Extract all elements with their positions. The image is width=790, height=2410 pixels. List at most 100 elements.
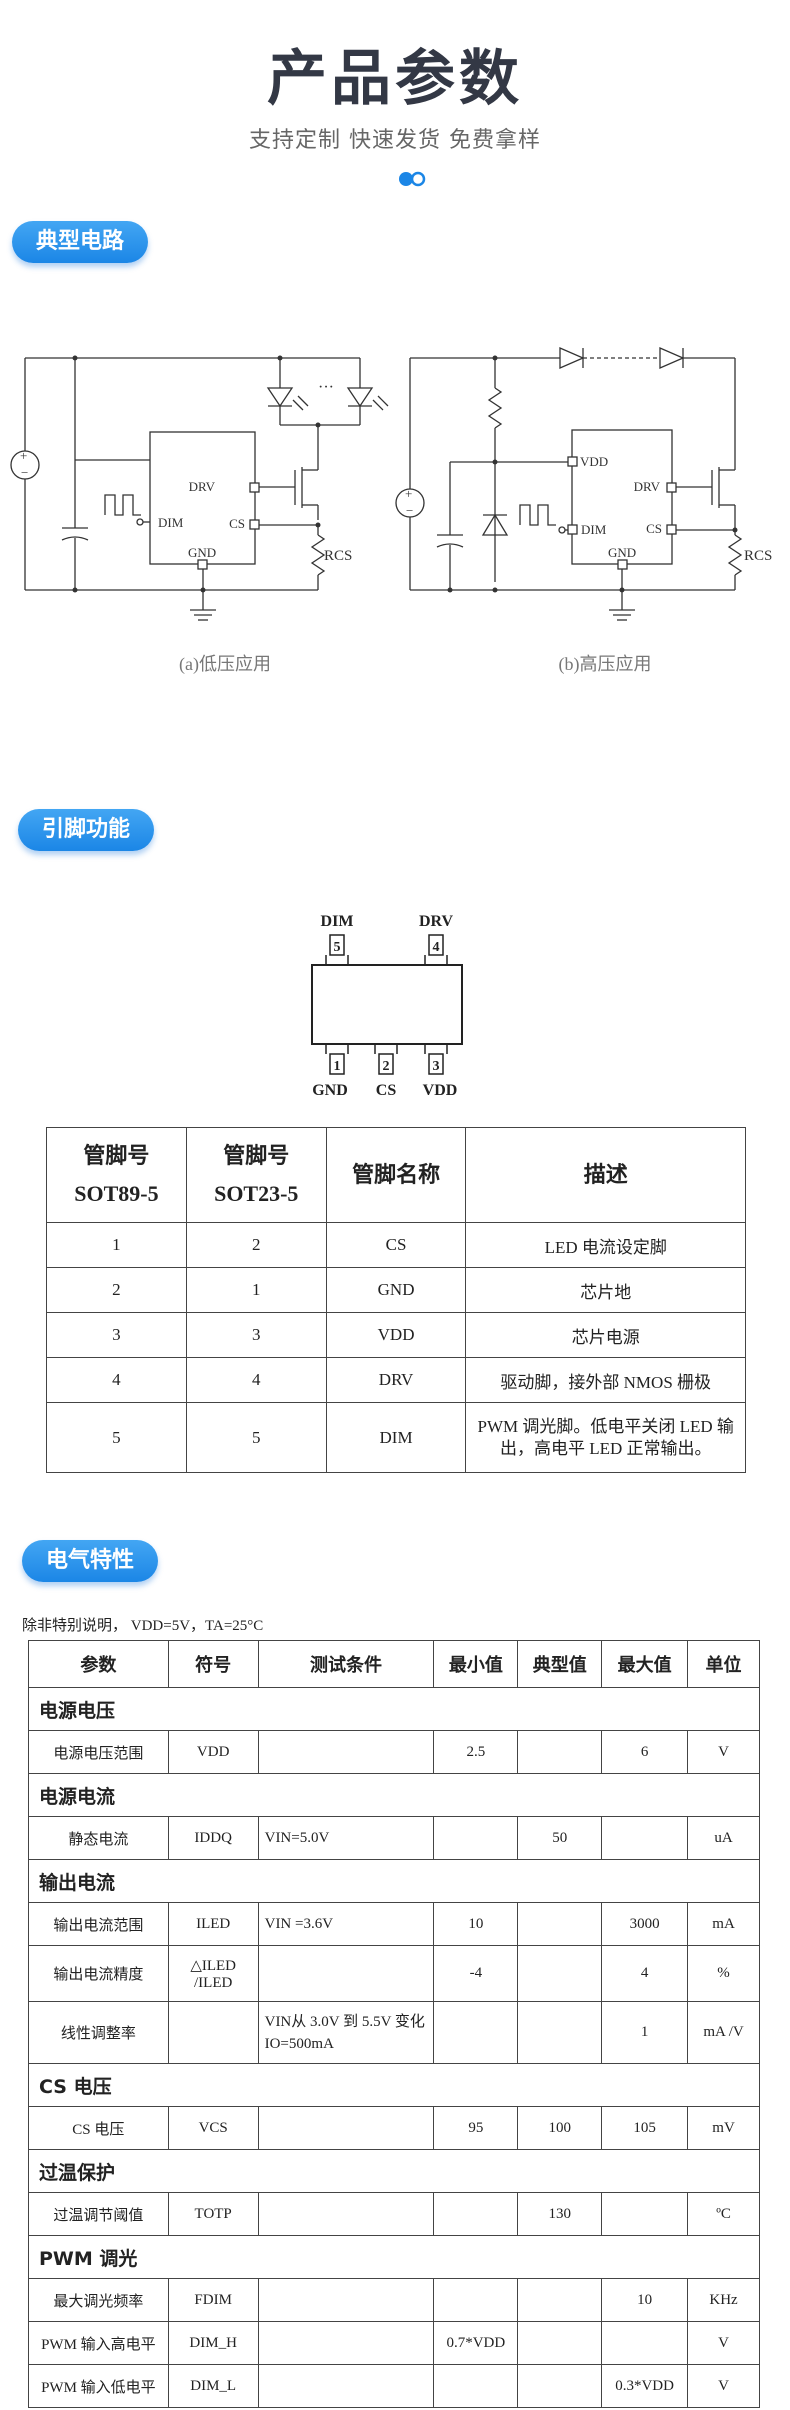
header-condition: 测试条件 <box>257 1640 435 1688</box>
cell: 静态电流 <box>28 1816 169 1860</box>
group-title: 电源电流 <box>28 1773 760 1817</box>
cell: ILED <box>167 1902 259 1946</box>
cell: 驱动脚，接外部 NMOS 栅极 <box>465 1357 746 1403</box>
caption-low-voltage: (a)低压应用 <box>179 654 271 675</box>
cell: 4 <box>185 1357 327 1403</box>
svg-text:+: + <box>20 448 27 463</box>
cell: 线性调整率 <box>28 2001 169 2064</box>
cell: 105 <box>601 2106 689 2150</box>
cell <box>257 2364 435 2408</box>
cell: V <box>687 1730 760 1774</box>
cell: % <box>687 1945 760 2002</box>
header-typ: 典型值 <box>517 1640 603 1688</box>
group-row: CS 电压 <box>28 2063 760 2107</box>
label-drv-b: DRV <box>634 479 661 494</box>
label-rcs-b: RCS <box>744 548 772 564</box>
cell: 95 <box>433 2106 519 2150</box>
pinout-diagram: DIM DRV 5 4 1 2 3 GND CS VDD <box>311 913 463 1099</box>
label-rcs-a: RCS <box>324 548 352 564</box>
slide-dots-icon <box>399 171 426 187</box>
group-row: PWM 调光 <box>28 2235 760 2279</box>
label-vdd-b: VDD <box>580 454 608 469</box>
cell <box>257 2192 435 2236</box>
svg-text:−: − <box>406 503 413 518</box>
cell: 3 <box>46 1312 187 1358</box>
pin-label-cs: CS <box>376 1082 397 1099</box>
cell <box>433 2364 519 2408</box>
conditions-note: 除非特别说明， VDD=5V，TA=25°C <box>22 1618 264 1634</box>
cell: 3 <box>185 1312 327 1358</box>
group-title: CS 电压 <box>28 2063 760 2107</box>
cell: 2 <box>46 1267 187 1313</box>
cell <box>257 1730 435 1774</box>
cell: △ILED /ILED <box>167 1945 259 2002</box>
label-dim-b: DIM <box>581 522 607 537</box>
cell: 10 <box>433 1902 519 1946</box>
cell: 电源电压范围 <box>28 1730 169 1774</box>
label-dim-a: DIM <box>158 515 184 530</box>
cell: 50 <box>517 1816 603 1860</box>
cell <box>601 1816 689 1860</box>
header-description: 描述 <box>465 1127 746 1223</box>
cell: 4 <box>601 1945 689 2002</box>
header-unit: 单位 <box>687 1640 760 1688</box>
pin-number-2: 2 <box>383 1059 390 1074</box>
cell <box>517 2278 603 2322</box>
cell: VDD <box>167 1730 259 1774</box>
cell <box>433 2001 519 2064</box>
label-gnd-a: GND <box>188 545 216 560</box>
cell <box>517 2001 603 2064</box>
label-cs-b: CS <box>646 521 662 536</box>
cell <box>433 1816 519 1860</box>
cell: VIN=5.0V <box>257 1816 435 1860</box>
cell: -4 <box>433 1945 519 2002</box>
group-title: 电源电压 <box>28 1687 760 1731</box>
cell: KHz <box>687 2278 760 2322</box>
cell: CS <box>325 1222 467 1268</box>
cell: uA <box>687 1816 760 1860</box>
cell: V <box>687 2321 760 2365</box>
cell: 100 <box>517 2106 603 2150</box>
group-title: 输出电流 <box>28 1859 760 1903</box>
cell: TOTP <box>167 2192 259 2236</box>
cell <box>601 2321 689 2365</box>
cell: 2 <box>185 1222 327 1268</box>
cell <box>433 2192 519 2236</box>
cell: 5 <box>46 1402 187 1473</box>
cell: DRV <box>325 1357 467 1403</box>
cell: 0.7*VDD <box>433 2321 519 2365</box>
cell <box>517 2321 603 2365</box>
cell: FDIM <box>167 2278 259 2322</box>
pin-label-vdd: VDD <box>423 1082 458 1099</box>
group-row: 输出电流 <box>28 1859 760 1903</box>
pin-number-4: 4 <box>433 940 440 955</box>
group-title: PWM 调光 <box>28 2235 760 2279</box>
cell: 4 <box>46 1357 187 1403</box>
cell: mA <box>687 1902 760 1946</box>
cell: 输出电流范围 <box>28 1902 169 1946</box>
table-header-row: 参数 符号 测试条件 最小值 典型值 最大值 单位 <box>28 1640 760 1688</box>
cell <box>433 2278 519 2322</box>
cell: 2.5 <box>433 1730 519 1774</box>
cell: 6 <box>601 1730 689 1774</box>
cell: 1 <box>601 2001 689 2064</box>
group-row: 电源电压 <box>28 1687 760 1731</box>
cell: 1 <box>185 1267 327 1313</box>
pin-number-1: 1 <box>334 1059 341 1074</box>
cell: DIM_L <box>167 2364 259 2408</box>
header-max: 最大值 <box>601 1640 689 1688</box>
